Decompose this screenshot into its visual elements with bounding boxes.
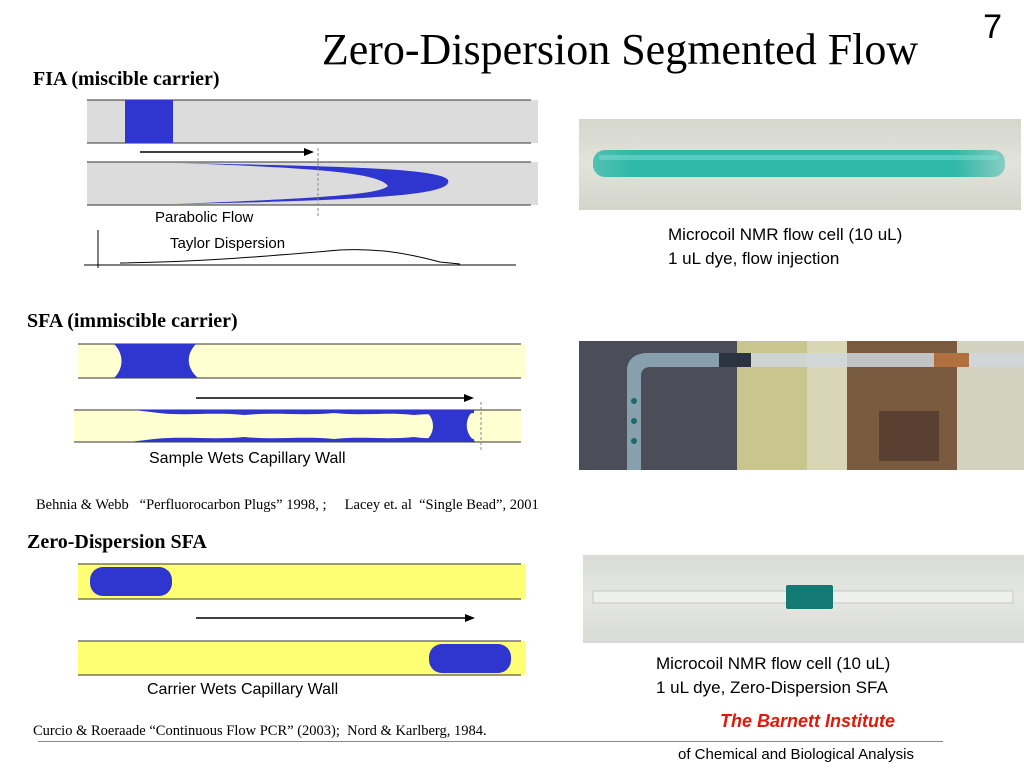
zd-caption: Microcoil NMR flow cell (10 uL) 1 uL dye… (656, 652, 890, 700)
sfa-diagram (74, 343, 525, 450)
fia-nmr-photo (579, 119, 1021, 210)
sfa-wetting-film-bottom (129, 437, 474, 442)
sfa-sample-plug (114, 344, 198, 378)
parabolic-flow-label: Parabolic Flow (155, 209, 254, 226)
carrier-wets-wall-label: Carrier Wets Capillary Wall (147, 681, 339, 698)
title-area: Zero-Dispersion Segmented Flow (0, 0, 1024, 80)
fia-caption-line-1: Microcoil NMR flow cell (10 uL) (668, 225, 903, 244)
sfa-wetting-film-top (134, 410, 474, 415)
sfa-migrating-plug (424, 410, 476, 442)
capillary-tube (729, 353, 1024, 367)
zd-citation: Curcio & Roeraade “Continuous Flow PCR” … (33, 723, 487, 739)
fia-sample-plug (125, 100, 173, 143)
zd-sample-plug-2 (429, 644, 511, 673)
sfa-flow-arrow (464, 394, 474, 402)
zd-caption-line-1: Microcoil NMR flow cell (10 uL) (656, 654, 891, 673)
taylor-dispersion-curve (119, 249, 461, 265)
sample-wets-wall-label: Sample Wets Capillary Wall (149, 450, 346, 467)
slide-number: 7 (983, 8, 1002, 46)
sfa-nmr-photo (579, 341, 1024, 470)
fia-parabolic-profile (175, 163, 449, 204)
teal-dye-column (593, 150, 1005, 177)
fia-caption-line-2: 1 uL dye, flow injection (668, 249, 840, 268)
zd-nmr-photo (583, 555, 1024, 643)
sfa-heading: SFA (immiscible carrier) (27, 310, 238, 332)
fia-heading: FIA (miscible carrier) (33, 68, 220, 90)
fia-flow-arrow (304, 148, 314, 156)
footer-divider (38, 741, 943, 742)
fia-caption: Microcoil NMR flow cell (10 uL) 1 uL dye… (668, 223, 902, 271)
sfa-citation: Behnia & Webb “Perfluorocarbon Plugs” 19… (36, 497, 539, 513)
slide-title: Zero-Dispersion Segmented Flow (321, 25, 919, 74)
zd-heading: Zero-Dispersion SFA (27, 531, 207, 553)
taylor-dispersion-label: Taylor Dispersion (170, 235, 286, 252)
zd-diagram (78, 563, 525, 676)
zd-sample-plug-1 (90, 567, 172, 596)
institute-name: The Barnett Institute (720, 711, 896, 731)
institute-subtitle: of Chemical and Biological Analysis (678, 746, 914, 763)
teal-dye-segment (786, 585, 833, 609)
fia-diagram (84, 99, 538, 268)
zd-flow-arrow (465, 614, 475, 622)
zd-caption-line-2: 1 uL dye, Zero-Dispersion SFA (656, 678, 888, 697)
microcoil (934, 353, 969, 367)
